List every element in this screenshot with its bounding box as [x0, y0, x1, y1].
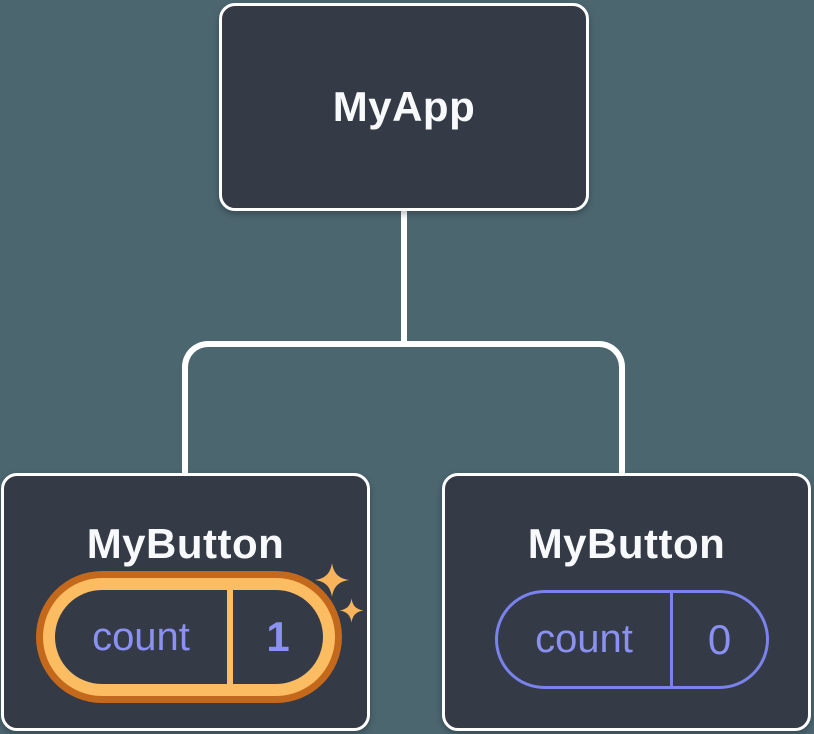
- connector-root-stem: [401, 206, 407, 347]
- node-myapp-title: MyApp: [332, 83, 476, 130]
- state-value: 0: [707, 615, 732, 663]
- node-mybutton-updated-title: MyButton: [86, 520, 285, 567]
- node-myapp: MyApp: [219, 3, 589, 211]
- state-value: 1: [266, 613, 290, 660]
- connector-branch-elbow: [182, 341, 625, 476]
- node-mybutton-updated: MyButton count 1: [1, 473, 370, 731]
- state-label: count: [92, 614, 190, 659]
- state-pill-highlighted: count 1: [36, 571, 342, 703]
- state-pill-divider: [670, 593, 673, 686]
- state-pill: count 0: [495, 590, 769, 689]
- state-pill-body: count 1: [55, 590, 323, 684]
- state-pill-highlight-ring: count 1: [43, 578, 335, 696]
- node-mybutton: MyButton count 0: [442, 473, 811, 731]
- state-pill-divider: [227, 590, 233, 684]
- node-mybutton-title: MyButton: [527, 520, 726, 567]
- state-label: count: [535, 617, 633, 661]
